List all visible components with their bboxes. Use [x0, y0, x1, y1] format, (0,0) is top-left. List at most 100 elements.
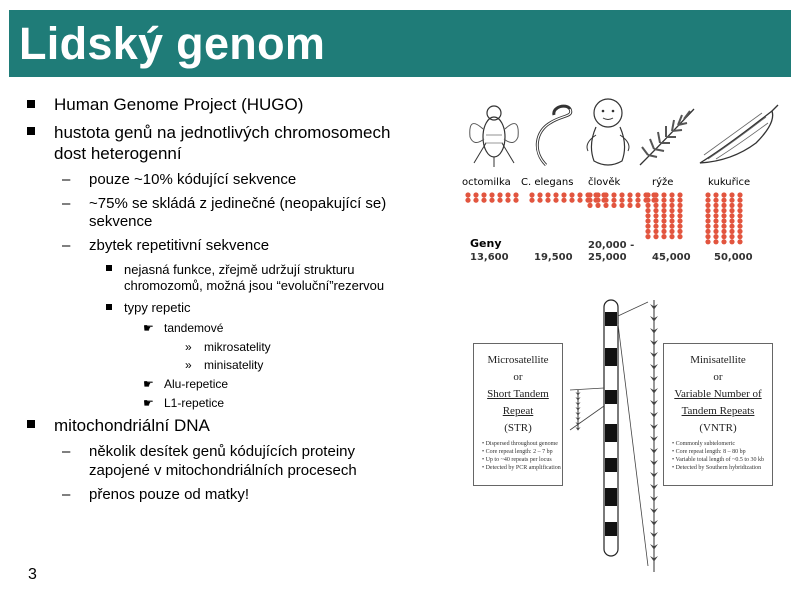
micro-detail: • Detected by PCR amplification: [482, 465, 561, 471]
gene-dot: [595, 192, 601, 198]
repeat-arrow-icon: [650, 328, 658, 334]
gene-dot: [721, 208, 727, 214]
gene-dot: [705, 213, 711, 219]
repeat-arrow-icon: [575, 397, 581, 401]
gene-dot: [661, 223, 667, 229]
gene-dot: [729, 218, 735, 224]
bullet-unique-line1: ~75% se skládá z jedinečné (neopakující …: [89, 195, 387, 212]
bullet-alu: Alu-repetice: [164, 377, 229, 391]
gene-dot: [561, 197, 567, 203]
gene-dot: [737, 239, 743, 245]
gene-dot: [645, 192, 651, 198]
gene-dot: [661, 192, 667, 198]
gene-dot: [705, 202, 711, 208]
repeat-arrow-icon: [575, 422, 581, 426]
repeat-arrow-icon: [575, 392, 581, 396]
gene-dot: [737, 197, 743, 203]
pointing-hand-icon: ☛: [143, 377, 154, 391]
gene-dot: [529, 192, 535, 198]
gene-dot: [497, 192, 503, 198]
gene-dot: [713, 208, 719, 214]
square-bullet-icon: [106, 304, 112, 310]
gene-dot: [713, 213, 719, 219]
gene-dot: [721, 223, 727, 229]
gene-dot: [653, 234, 659, 240]
gene-dot: [713, 239, 719, 245]
gene-dot: [705, 239, 711, 245]
pointing-hand-icon: ☛: [143, 396, 154, 410]
micro-detail: • Core repeat length: 2 – 7 bp: [482, 449, 553, 455]
gene-dot: [653, 213, 659, 219]
gene-dot: [587, 197, 593, 203]
gene-dot: [619, 202, 625, 208]
repeat-arrow-icon: [650, 472, 658, 478]
bullet-mito: mitochondriální DNA: [54, 416, 210, 435]
gene-dot: [737, 208, 743, 214]
gene-dot: [635, 197, 641, 203]
gene-dot: [721, 218, 727, 224]
gene-dot: [645, 197, 651, 203]
gene-dot: [577, 192, 583, 198]
bullet-mito-genes-line1: několik desítek genů kódujících proteiny: [89, 443, 355, 460]
gene-dot: [537, 192, 543, 198]
gene-dot: [529, 197, 535, 203]
gene-dot: [603, 197, 609, 203]
rice-icon: [639, 108, 695, 166]
mini-line4: Tandem Repeats: [681, 405, 755, 417]
gene-dot: [489, 192, 495, 198]
gene-dot: [721, 192, 727, 198]
bullet-tandem: tandemové: [164, 321, 224, 335]
gene-dot: [489, 197, 495, 203]
gene-dot: [705, 197, 711, 203]
repeat-arrow-icon: [650, 412, 658, 418]
raquo-bullet-icon: »: [185, 358, 192, 372]
gene-dot: [465, 197, 471, 203]
repeat-arrow-icon: [650, 316, 658, 322]
micro-line2: or: [513, 371, 523, 383]
gene-dot: [729, 213, 735, 219]
gene-dot: [677, 218, 683, 224]
bullet-unclear-line1: nejasná funkce, zřejmě udržují strukturu: [124, 262, 355, 277]
gene-dot: [603, 192, 609, 198]
gene-dot: [645, 208, 651, 214]
bullet-repetitive: zbytek repetitivní sekvence: [89, 237, 270, 254]
gene-dot: [677, 208, 683, 214]
mini-detail: • Detected by Southern hybridization: [672, 465, 762, 471]
gene-dot: [729, 202, 735, 208]
gene-dot: [669, 202, 675, 208]
slide-title: Lidský genom: [19, 18, 326, 69]
gene-dot: [635, 202, 641, 208]
gene-dot: [669, 208, 675, 214]
micro-line4: (STR): [504, 422, 532, 434]
organism-label: C. elegans: [521, 177, 574, 188]
repeat-arrow-icon: [650, 496, 658, 502]
dash-bullet-icon: –: [62, 171, 71, 188]
gene-dot: [677, 234, 683, 240]
gene-dot: [721, 213, 727, 219]
gene-dot: [721, 234, 727, 240]
gene-dot: [587, 192, 593, 198]
gene-dot: [627, 192, 633, 198]
gene-dot: [653, 223, 659, 229]
geny-label: Geny: [470, 237, 502, 250]
dash-bullet-icon: –: [62, 443, 71, 460]
gene-dot: [473, 192, 479, 198]
gene-dot: [619, 192, 625, 198]
gene-dot: [713, 228, 719, 234]
gene-dot: [611, 192, 617, 198]
gene-dot: [729, 234, 735, 240]
gene-dot-grid: [465, 192, 743, 245]
gene-dot: [611, 202, 617, 208]
gene-dot: [729, 223, 735, 229]
gene-dot: [661, 213, 667, 219]
gene-dot: [677, 223, 683, 229]
gene-dot: [545, 192, 551, 198]
fly-icon: [469, 105, 519, 167]
repeat-arrow-icon: [650, 400, 658, 406]
micro-line3: Short Tandem Repeat: [487, 388, 549, 417]
minisatellite-box: Minisatellite or Variable Number of Tand…: [663, 343, 773, 486]
pointing-hand-icon: ☛: [143, 321, 154, 335]
micro-detail: • Up to ~40 repeats per locus: [482, 457, 552, 463]
gene-dot: [619, 197, 625, 203]
gene-dot: [595, 197, 601, 203]
